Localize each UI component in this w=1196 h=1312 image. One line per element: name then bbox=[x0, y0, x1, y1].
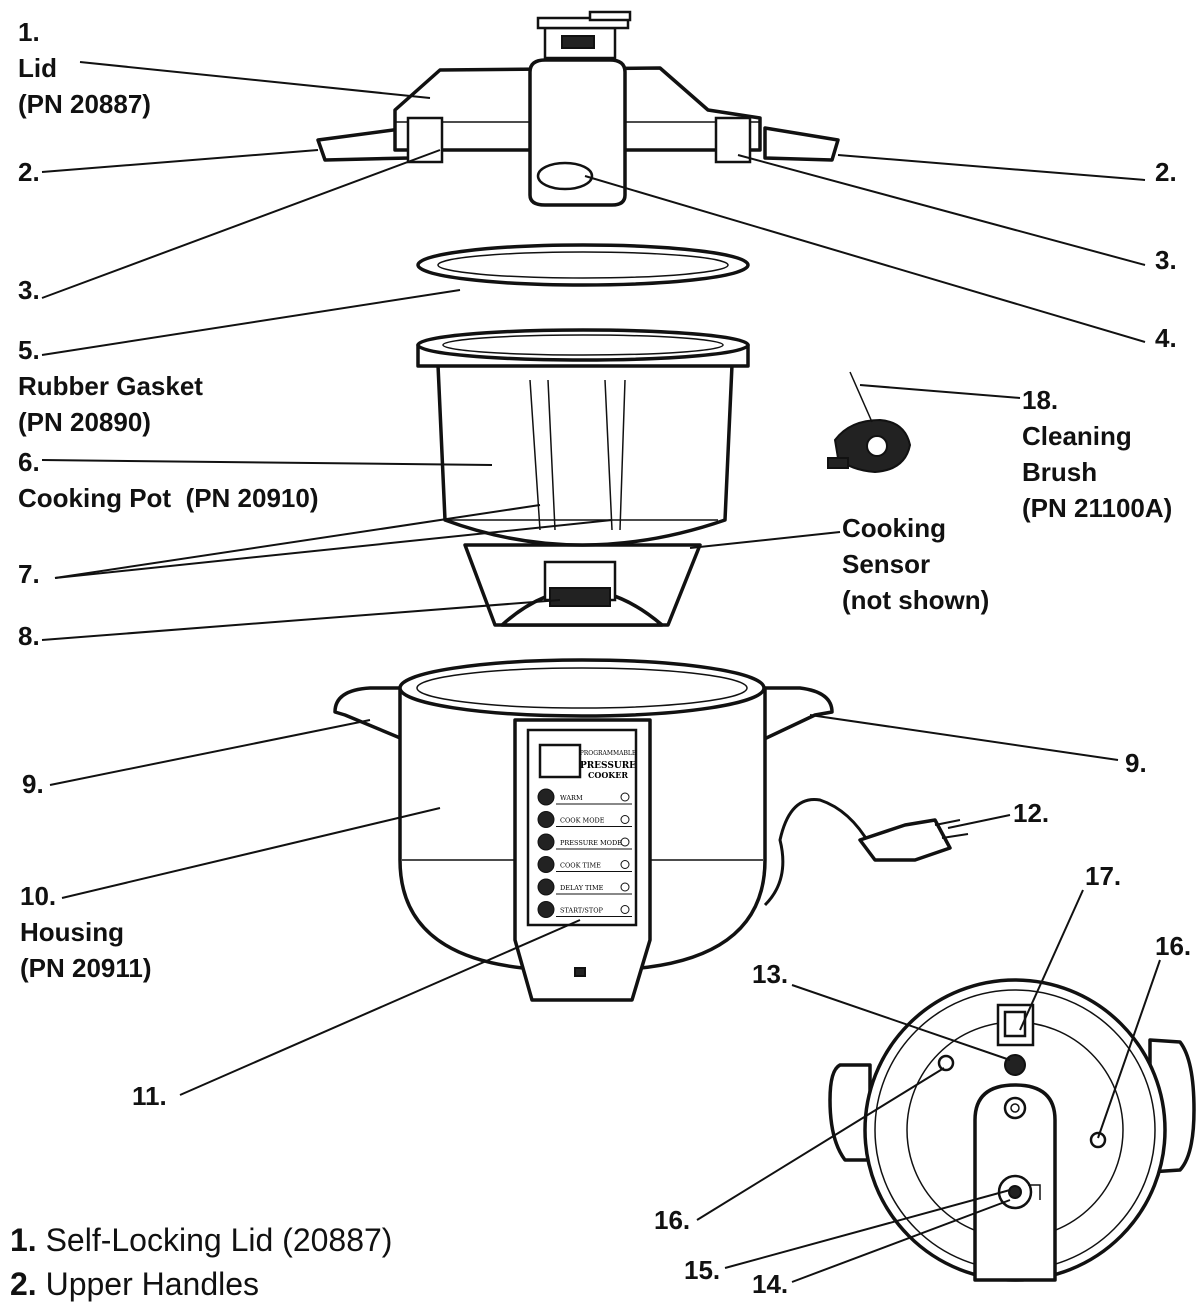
label-housing: 10. Housing (PN 20911) bbox=[20, 881, 152, 983]
plug-shape bbox=[858, 818, 952, 862]
lid-underside-drawing bbox=[828, 978, 1196, 1282]
label-pin-right: 16. bbox=[1155, 931, 1192, 961]
lid-lock-right-shape bbox=[714, 116, 752, 164]
lid-drawing bbox=[316, 10, 840, 207]
label-plug: 12. bbox=[1013, 798, 1050, 828]
gasket-drawing bbox=[416, 243, 750, 287]
panel-button-label: COOK TIME bbox=[560, 862, 601, 870]
panel-button-dot bbox=[537, 878, 555, 896]
label-control-panel: 11. bbox=[132, 1081, 167, 1111]
label-housing-handle-right: 9. bbox=[1125, 748, 1147, 778]
label-cleaning-brush: 18. Cleaning Brush (PN 21100A) bbox=[1022, 385, 1173, 523]
label-pin-left: 16. bbox=[654, 1205, 691, 1235]
label-rubber-gasket: 5. Rubber Gasket (PN 20890) bbox=[18, 335, 203, 437]
panel-button-label: WARM bbox=[560, 794, 583, 802]
panel-brand-main: PRESSURE bbox=[580, 761, 636, 771]
label-lock-left: 3. bbox=[18, 275, 40, 305]
housing-handle-right-shape bbox=[760, 686, 834, 742]
label-knob-15: 15. bbox=[684, 1255, 721, 1285]
housing-drawing bbox=[333, 658, 969, 1002]
panel-indicator-led bbox=[620, 815, 630, 824]
panel-indicator-led bbox=[620, 792, 630, 802]
panel-button-dot bbox=[537, 788, 555, 806]
legend-item-2: 2. Upper Handles bbox=[10, 1266, 259, 1303]
panel-indicator-led bbox=[620, 905, 630, 914]
lid-handle-right-shape bbox=[763, 126, 840, 162]
lid-valve-13-shape bbox=[1004, 1054, 1026, 1076]
power-cord bbox=[763, 798, 872, 907]
panel-button-dot bbox=[537, 811, 555, 828]
label-lid-handle: 4. bbox=[1155, 323, 1177, 353]
legend-item-1: 1. Self-Locking Lid (20887) bbox=[10, 1222, 392, 1259]
legend-item-1-num: 1. bbox=[10, 1222, 37, 1258]
panel-brand-sub: COOKER bbox=[588, 770, 628, 780]
label-cooking-pot: 6. Cooking Pot (PN 20910) bbox=[18, 447, 319, 513]
label-center-14: 14. bbox=[752, 1269, 789, 1299]
panel-indicator-led bbox=[620, 837, 630, 847]
leader-lines bbox=[41, 61, 1161, 1283]
panel-button-label: DELAY TIME bbox=[560, 884, 604, 892]
panel-indicator-led bbox=[620, 882, 630, 892]
label-cooking-sensor: Cooking Sensor (not shown) bbox=[842, 513, 990, 615]
label-pot-lines: 7. bbox=[18, 559, 40, 589]
panel-indicator-led bbox=[620, 860, 630, 869]
label-connector: 8. bbox=[18, 621, 40, 651]
pot-connector-shape bbox=[549, 587, 611, 607]
label-upper-handle-left: 2. bbox=[18, 157, 40, 187]
panel-button-label: PRESSURE MODE bbox=[560, 839, 622, 847]
label-housing-handle-left: 9. bbox=[22, 769, 44, 799]
label-lid: 1. Lid (PN 20887) bbox=[18, 17, 151, 119]
label-lock-right: 3. bbox=[1155, 245, 1177, 275]
panel-button-dot bbox=[537, 833, 555, 851]
legend-item-1-text: Self-Locking Lid (20887) bbox=[45, 1222, 393, 1258]
legend-item-2-num: 2. bbox=[10, 1266, 37, 1302]
panel-button-label: COOK MODE bbox=[560, 817, 605, 825]
panel-brand-top: PROGRAMMABLE bbox=[580, 750, 637, 757]
panel-button-label: START/STOP bbox=[560, 907, 604, 915]
label-float-valve: 17. bbox=[1085, 861, 1122, 891]
label-valve-13: 13. bbox=[752, 959, 789, 989]
brush-drawing bbox=[827, 371, 912, 474]
panel-button-dot bbox=[537, 901, 555, 918]
cooking-pot-drawing bbox=[416, 328, 750, 627]
housing-handle-left-shape bbox=[333, 686, 407, 742]
legend-item-2-text: Upper Handles bbox=[45, 1266, 260, 1302]
panel-button-dot bbox=[537, 856, 555, 873]
panel-buttons: WARM COOK MODE PRESSURE MODE COOK TIME DELAY… bbox=[537, 788, 632, 918]
label-upper-handle-right: 2. bbox=[1155, 157, 1177, 187]
